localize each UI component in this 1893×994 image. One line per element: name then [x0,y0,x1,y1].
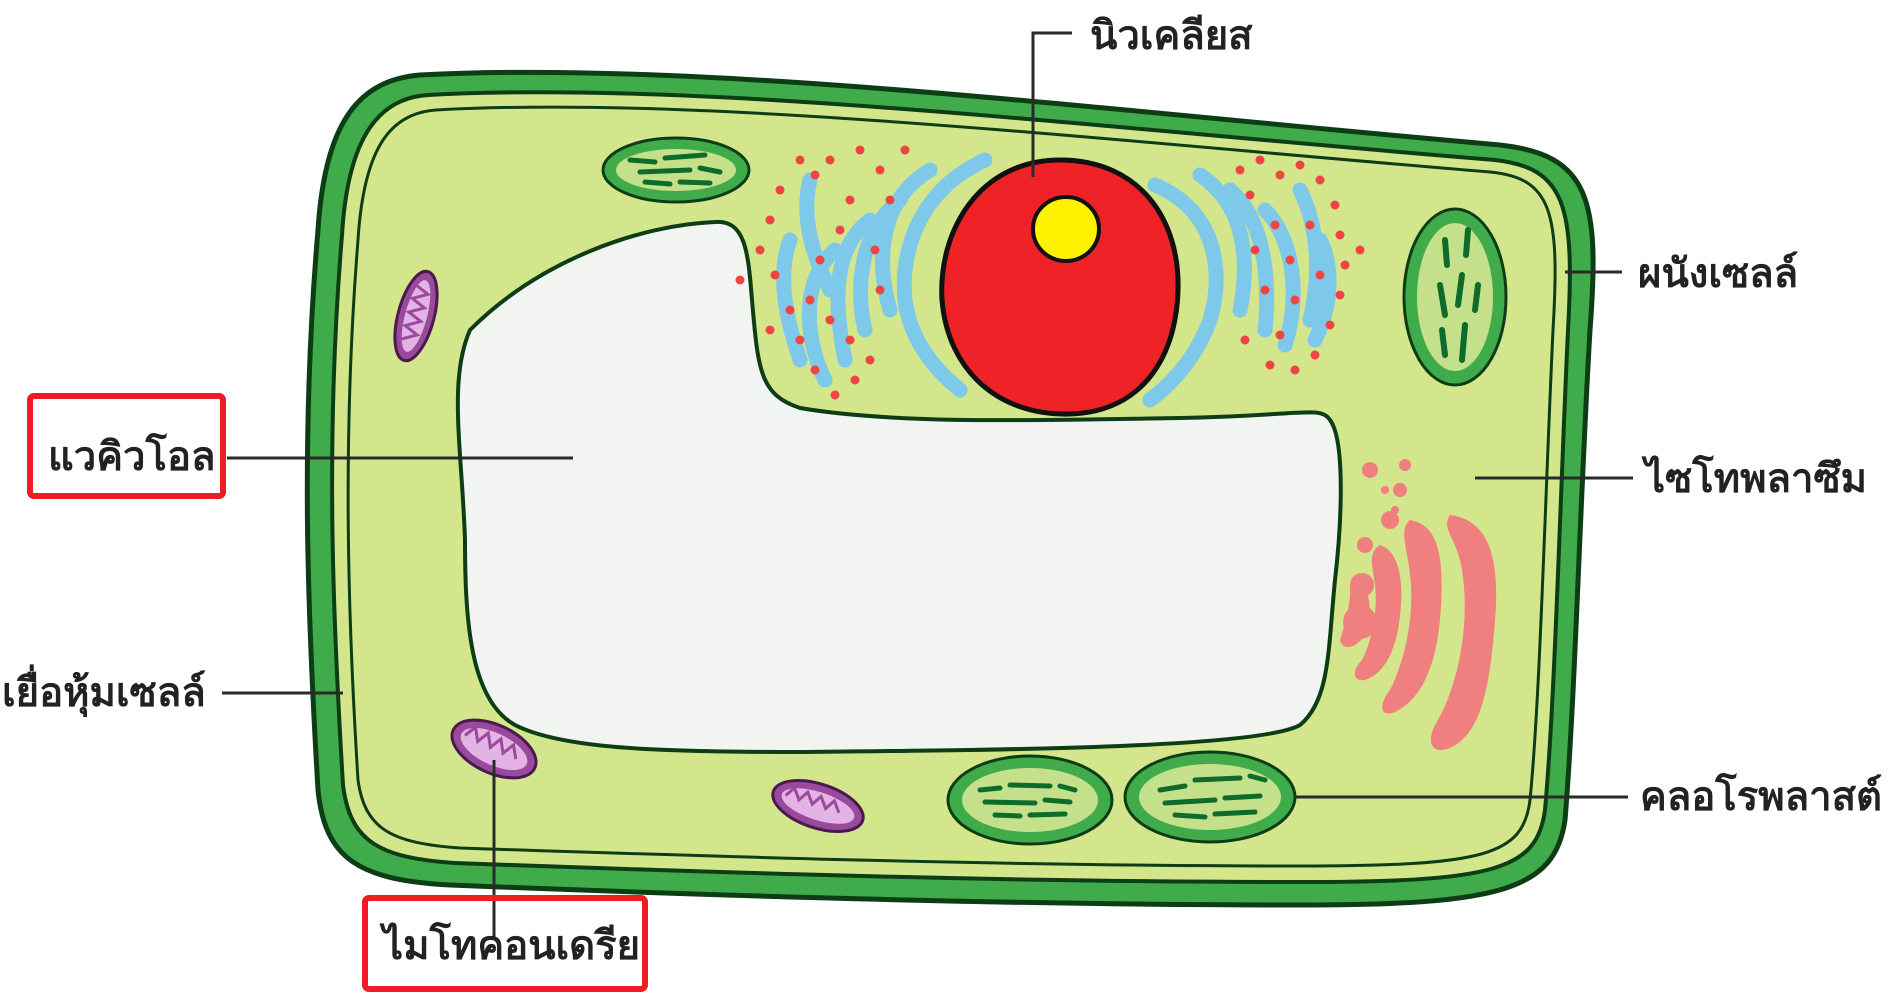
vacuole-label: แวคิวโอล [48,433,215,480]
chloroplast-bottom-middle [948,756,1112,844]
mitochondria-label: ไมโทคอนเดรีย [379,922,640,969]
cytoplasm-label: ไซโทพลาซึม [1641,455,1867,502]
chloroplast-bottom-right [1125,752,1295,842]
chloroplast-right [1404,209,1506,385]
chloroplast-top-left [603,138,749,202]
cell-wall-label: ผนังเซลล์ [1638,251,1798,297]
nucleus-label: นิวเคลียส [1090,13,1253,59]
nucleolus [1033,197,1099,261]
cell-membrane-label: เยื่อหุ้มเซลล์ [2,664,206,718]
chloroplast-label: คลอโรพลาสต์ [1640,773,1882,820]
